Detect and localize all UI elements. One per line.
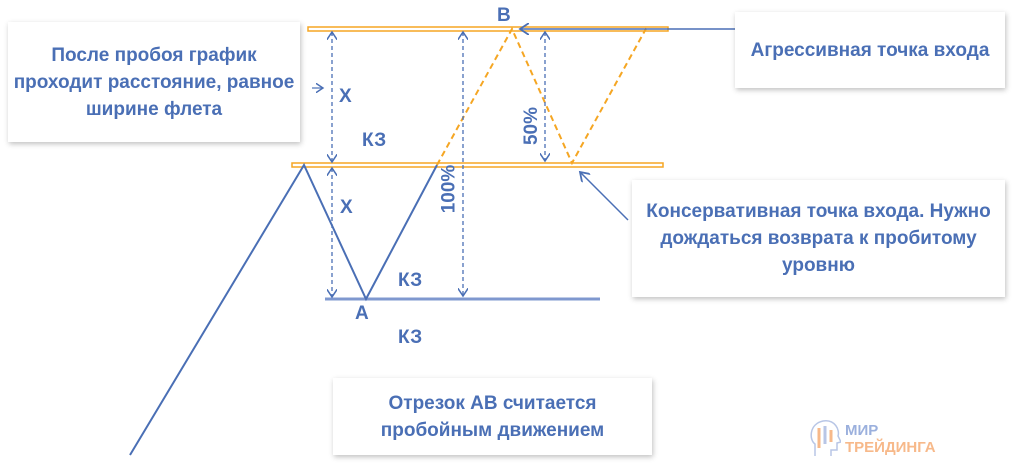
logo-head-icon — [810, 420, 841, 456]
flat-top-level — [291, 162, 664, 168]
x-label-top: X — [339, 86, 352, 107]
x-label-bottom: X — [340, 197, 353, 218]
conservative-pointer-arrow — [580, 172, 629, 221]
note-aggressive: Агрессивная точка входа — [735, 12, 1005, 88]
point-b-label: B — [497, 5, 511, 26]
note-left-text: После пробоя график проходит расстояние,… — [13, 44, 295, 120]
logo-line1: МИР — [845, 422, 879, 439]
breakout-path — [436, 24, 649, 166]
note-left: После пробоя график проходит расстояние,… — [8, 22, 300, 142]
note-bottom-text: Отрезок АВ считается пробойным движением — [380, 392, 605, 441]
note-aggressive-text: Агрессивная точка входа — [750, 39, 990, 61]
kz-label-3: КЗ — [398, 327, 423, 348]
point-a-label: A — [355, 303, 369, 324]
note-conservative: Консервативная точка входа. Нужно дождат… — [632, 180, 1005, 297]
note-conservative-text: Консервативная точка входа. Нужно дождат… — [646, 201, 991, 276]
kz-label-2: КЗ — [398, 270, 423, 291]
note-bottom: Отрезок АВ считается пробойным движением — [333, 378, 652, 455]
pct-100-label: 100% — [438, 164, 460, 214]
logo: МИР ТРЕЙДИНГА — [810, 420, 936, 456]
pct-50-label: 50% — [521, 106, 543, 146]
kz-label-1: КЗ — [362, 130, 387, 151]
logo-line2: ТРЕЙДИНГА — [845, 439, 936, 456]
